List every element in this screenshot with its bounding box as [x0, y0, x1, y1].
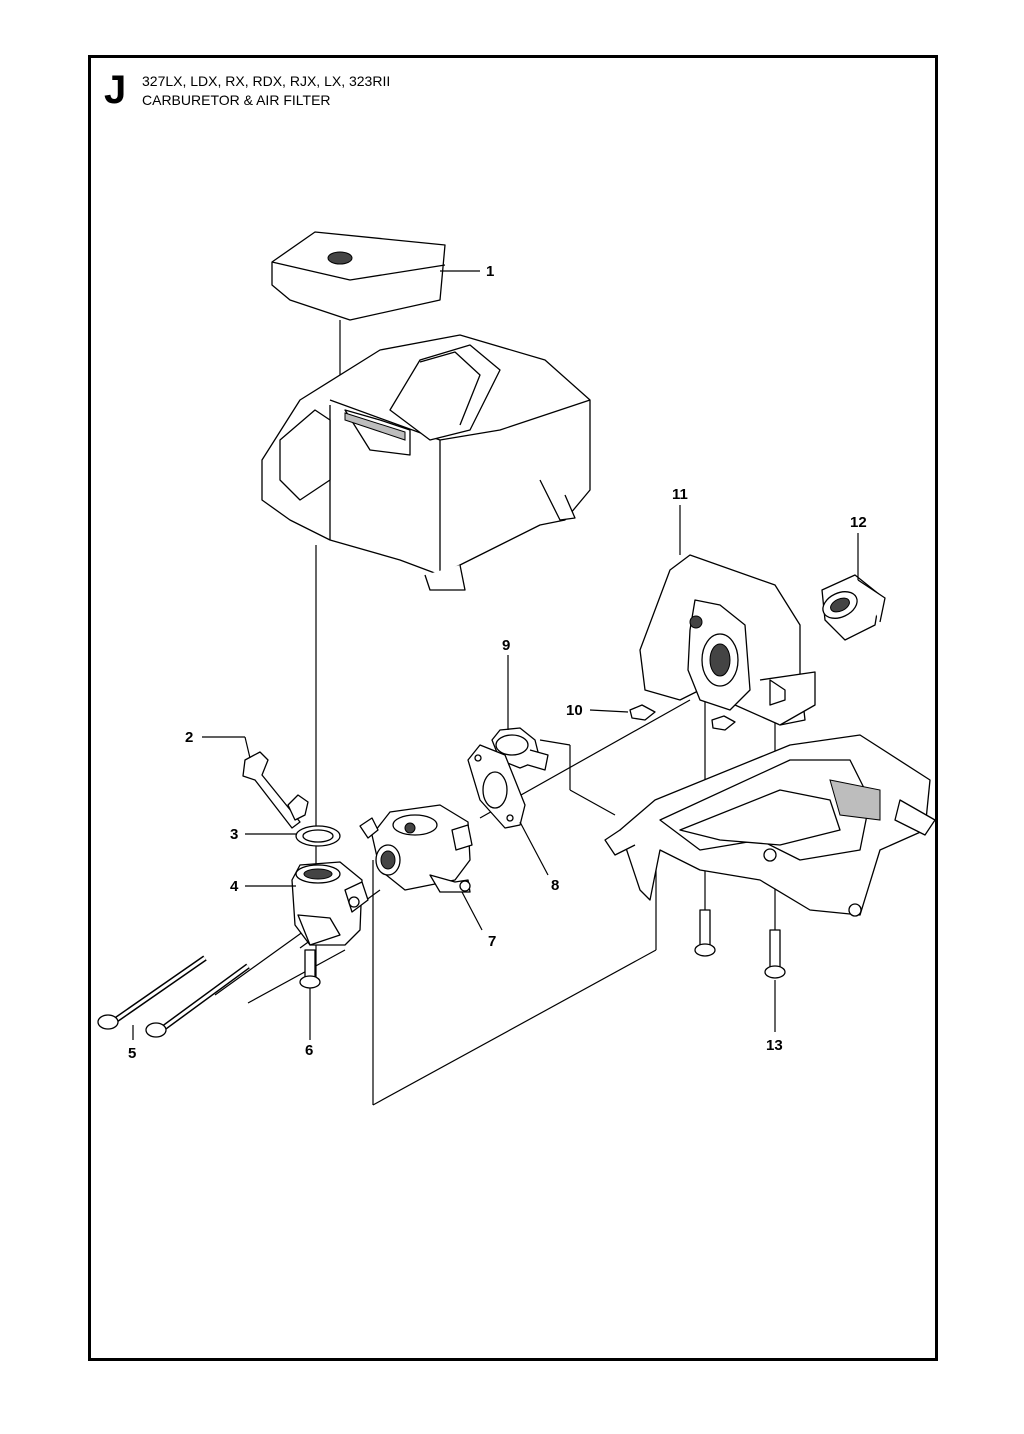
callout-11: 11 [672, 486, 688, 503]
callout-6: 6 [305, 1042, 313, 1059]
callout-12: 12 [850, 514, 867, 531]
gasket [467, 744, 526, 829]
carburetor-housing [639, 554, 816, 726]
callout-3: 3 [230, 826, 238, 843]
choke-lever [242, 751, 309, 829]
callout-2: 2 [185, 729, 193, 746]
crankcase-screw [694, 909, 786, 979]
callout-7: 7 [488, 933, 496, 950]
callout-9: 9 [502, 637, 510, 654]
callout-10: 10 [566, 702, 583, 719]
callout-4: 4 [230, 878, 239, 895]
crankcase [604, 734, 936, 917]
nut [629, 704, 736, 731]
o-ring [295, 825, 341, 847]
callout-labels: 1 2 3 4 5 6 7 8 9 10 11 12 13 [128, 263, 867, 1062]
intake-adapter [291, 861, 369, 946]
air-filter [271, 231, 446, 321]
air-filter-cover [261, 334, 591, 591]
callout-8: 8 [551, 877, 559, 894]
callout-13: 13 [766, 1037, 783, 1054]
model-list: 327LX, LDX, RX, RDX, RJX, LX, 323RII [142, 73, 391, 89]
callout-5: 5 [128, 1045, 136, 1062]
page-frame [88, 55, 938, 1361]
carburetor [359, 804, 473, 893]
diagram-title: CARBURETOR & AIR FILTER [142, 92, 331, 108]
screw [299, 949, 321, 989]
intake-boot [821, 574, 886, 641]
callout-1: 1 [486, 263, 494, 280]
leader-lines [132, 270, 859, 1040]
long-bolt [97, 955, 250, 1038]
section-letter: J [104, 68, 127, 112]
